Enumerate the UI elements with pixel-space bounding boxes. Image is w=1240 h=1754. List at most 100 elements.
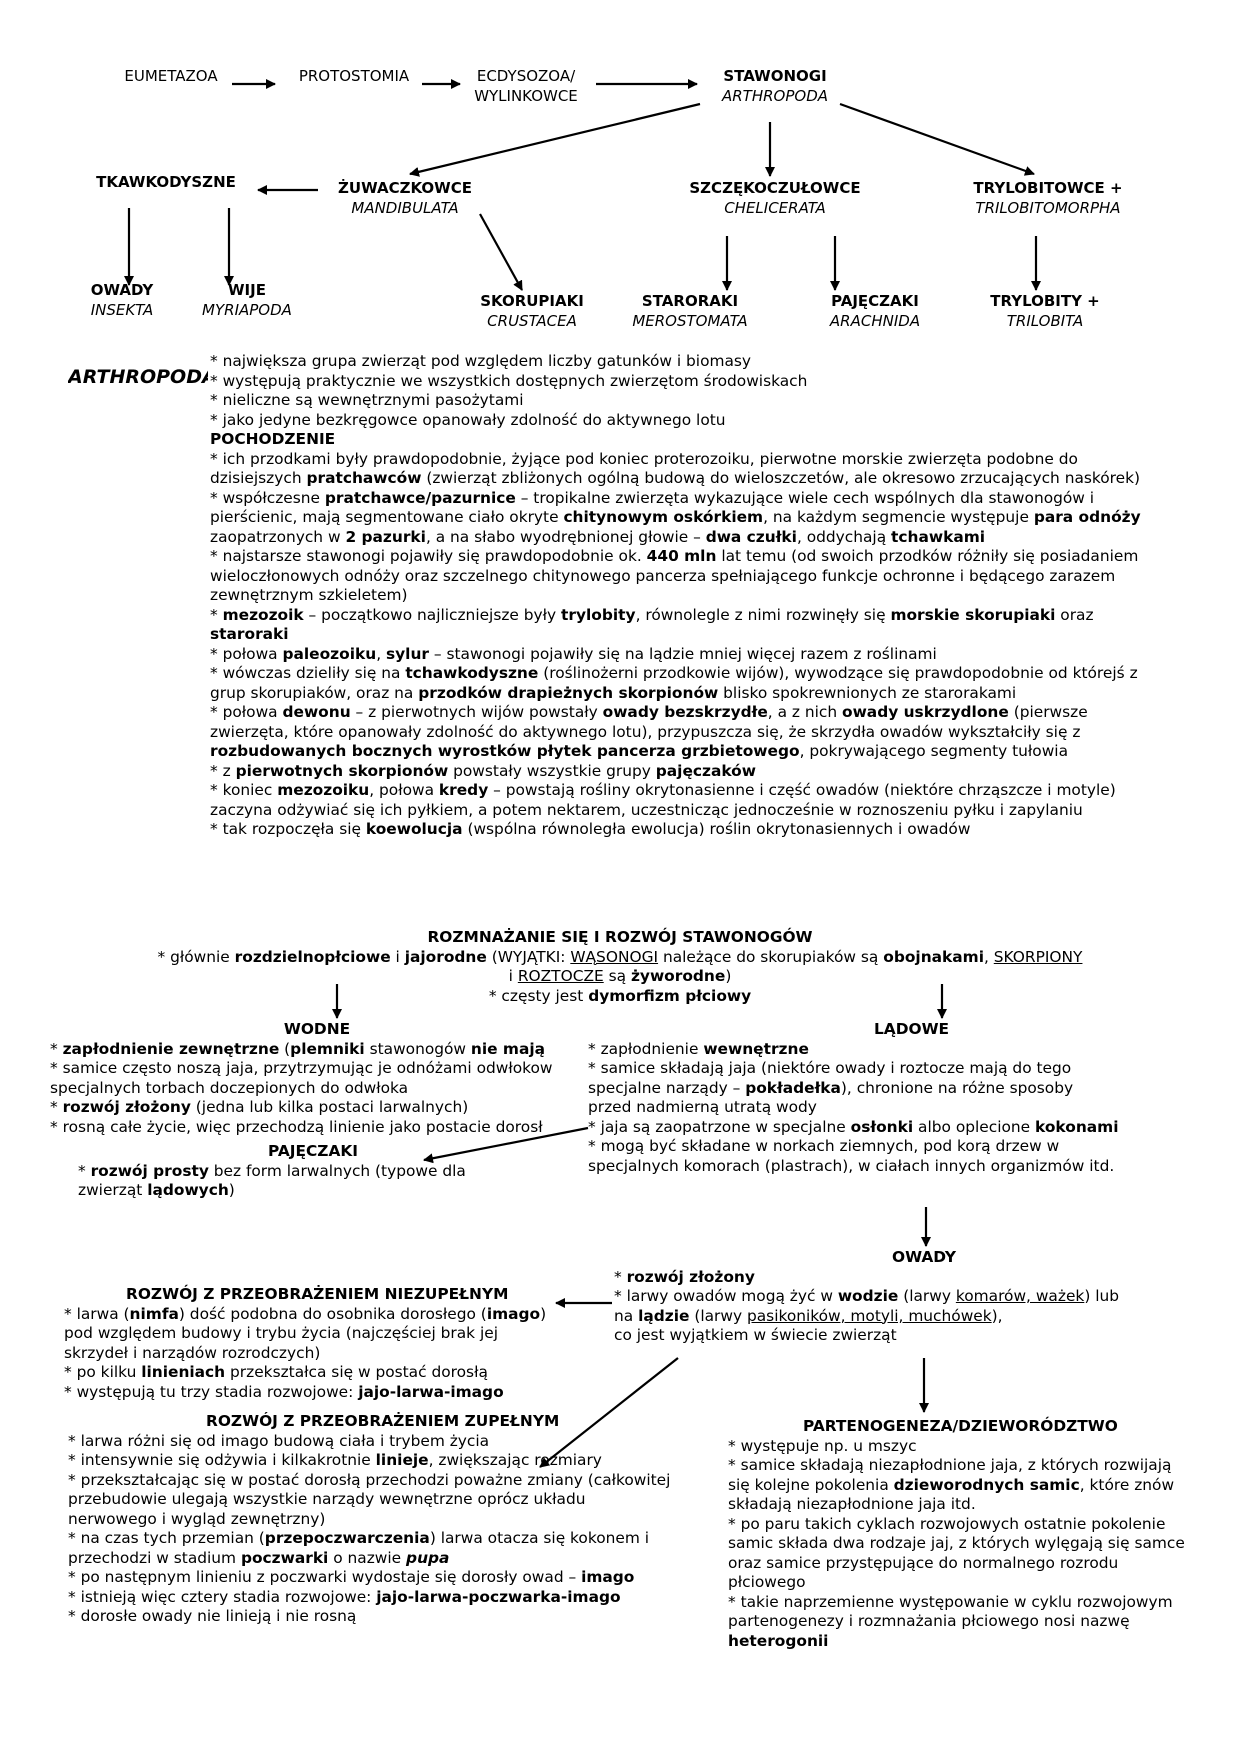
- partenogeneza-line: płciowego: [728, 1573, 806, 1591]
- section-owady-rozwoj: OWADY * rozwój złożony * larwy owadów mo…: [614, 1248, 1174, 1346]
- partenogeneza-heading: PARTENOGENEZA/DZIEWORÓDZTWO: [803, 1417, 1118, 1435]
- node-trylobitowce: TRYLOBITOWCE + TRILOBITOMORPHA: [960, 178, 1136, 218]
- wodne-line: * zapłodnienie zewnętrzne (plemniki staw…: [50, 1039, 546, 1058]
- owady2-line: na lądzie (larwy pasikoników, motyli, mu…: [614, 1306, 1003, 1325]
- partenogeneza-line: * takie naprzemienne występowanie w cykl…: [728, 1592, 1173, 1611]
- rozmnazanie-line: * głównie rozdzielnopłciowe i jajorodne …: [157, 947, 1083, 966]
- node-tkawkodyszne: TKAWKODYSZNE: [78, 172, 254, 192]
- node-staroraki: STARORAKI MEROSTOMATA: [620, 291, 760, 331]
- arrow-stawonogi-zuwaczkowce: [409, 102, 701, 177]
- node-staroraki-latin: MEROSTOMATA: [632, 312, 748, 330]
- node-skorupiaki-latin: CRUSTACEA: [487, 312, 577, 330]
- pochodzenie-line: * tak rozpoczęła się koewolucja (wspólna…: [210, 820, 971, 838]
- partenogeneza-line: partenogenezy i rozmnażania płciowego no…: [728, 1612, 1130, 1630]
- node-pajeczaki-name: PAJĘCZAKI: [831, 292, 919, 310]
- node-ecdysozoa-label-2: WYLINKOWCE: [474, 87, 578, 105]
- node-stawonogi-latin: ARTHROPODA: [721, 87, 829, 105]
- pochodzenie-line: staroraki: [210, 625, 289, 643]
- node-zuwaczkowce: ŻUWACZKOWCE MANDIBULATA: [322, 178, 488, 218]
- node-skorupiaki-name: SKORUPIAKI: [480, 292, 584, 310]
- section-rozmnazanie: ROZMNAŻANIE SIĘ I ROZWÓJ STAWONOGÓW * gł…: [120, 928, 1120, 1006]
- pochodzenie-line: * z pierwotnych skorpionów powstały wszy…: [210, 761, 756, 780]
- owady2-line: co jest wyjątkiem w świecie zwierząt: [614, 1326, 897, 1344]
- ladowe-line: * samice składają jaja (niektóre owady i…: [588, 1059, 1072, 1077]
- node-ecdysozoa-label-1: ECDYSOZOA/: [476, 67, 576, 85]
- intro-line-2: * występują praktycznie we wszystkich do…: [210, 371, 808, 390]
- arrow-wodne-pajeczaki: [423, 1126, 589, 1164]
- node-tkawkodyszne-name: TKAWKODYSZNE: [96, 173, 236, 191]
- zupelne-line: * przekształcając się w postać dorosłą p…: [68, 1470, 671, 1489]
- wodne-line: * rosną całe życie, więc przechodzą lini…: [50, 1117, 543, 1136]
- zupelne-line: * na czas tych przemian (przepoczwarczen…: [68, 1529, 650, 1547]
- pochodzenie-line: wieloczłonowych odnóży oraz szczelnego c…: [210, 566, 1116, 585]
- node-pajeczaki-latin: ARACHNIDA: [829, 312, 921, 330]
- ladowe-line: przed nadmierną utratą wody: [588, 1098, 817, 1116]
- section-pochodzenie: * największa grupa zwierząt pod względem…: [210, 352, 1141, 840]
- partenogeneza-line: składają niezapłodnione jaja itd.: [728, 1495, 976, 1513]
- zupelne-line: * intensywnie się odżywia i kilkakrotnie…: [68, 1451, 602, 1469]
- zupelne-heading: ROZWÓJ Z PRZEOBRAŻENIEM ZUPEŁNYM: [206, 1412, 560, 1430]
- node-szczekoczulowce-latin: CHELICERATA: [724, 199, 826, 217]
- node-zuwaczkowce-name: ŻUWACZKOWCE: [338, 179, 472, 197]
- node-trylobity-name: TRYLOBITY +: [990, 292, 1100, 310]
- node-szczekoczulowce-name: SZCZĘKOCZUŁOWCE: [689, 179, 861, 197]
- niezupelne-line: pod względem budowy i trybu życia (najcz…: [64, 1324, 498, 1342]
- niezupelne-line: * występują tu trzy stadia rozwojowe: ja…: [64, 1382, 504, 1401]
- node-owady: OWADY INSEKTA: [80, 280, 164, 320]
- pochodzenie-line: grup skorupiaków, oraz na przodków drapi…: [210, 683, 1017, 702]
- pochodzenie-line: * połowa dewonu – z pierwotnych wijów po…: [210, 703, 1088, 721]
- zupelne-line: przechodzi w stadium poczwarki o nazwie …: [68, 1548, 450, 1567]
- ladowe-line: * zapłodnienie wewnętrzne: [588, 1039, 809, 1058]
- pochodzenie-line: rozbudowanych bocznych wyrostków płytek …: [210, 742, 1068, 760]
- node-zuwaczkowce-latin: MANDIBULATA: [351, 199, 459, 217]
- wodne-line: * rozwój złożony (jedna lub kilka postac…: [50, 1098, 469, 1116]
- wodne-heading: WODNE: [283, 1020, 351, 1038]
- node-owady-latin: INSEKTA: [90, 301, 154, 319]
- partenogeneza-line: heterogonii: [728, 1631, 829, 1650]
- node-szczekoczulowce: SZCZĘKOCZUŁOWCE CHELICERATA: [680, 178, 870, 218]
- owady2-line: * rozwój złożony: [614, 1267, 755, 1286]
- zupelne-line: przebudowie ulegają wszystkie narządy we…: [68, 1490, 586, 1508]
- arrow-stawonogi-trylobitowce: [839, 102, 1035, 176]
- node-pajeczaki: PAJĘCZAKI ARACHNIDA: [810, 291, 940, 331]
- wodne-line: specjalnych torbach doczepionych do odwł…: [50, 1078, 409, 1097]
- section-zupelne: ROZWÓJ Z PRZEOBRAŻENIEM ZUPEŁNYM * larwa…: [68, 1412, 720, 1627]
- arrow-zuwaczkowce-skorupiaki: [479, 213, 523, 291]
- intro-line-1: * największa grupa zwierząt pod względem…: [210, 352, 752, 370]
- partenogeneza-line: * samice składają niezapłodnione jaja, z…: [728, 1456, 1172, 1474]
- node-owady-name: OWADY: [90, 281, 154, 299]
- section-partenogeneza: PARTENOGENEZA/DZIEWORÓDZTWO * występuje …: [728, 1417, 1228, 1651]
- partenogeneza-line: * występuje np. u mszyc: [728, 1436, 917, 1455]
- pochodzenie-line: zwierzęta, które opanowały zdolność do a…: [210, 722, 1081, 741]
- zupelne-line: nerwowego i wygląd zewnętrzny): [68, 1509, 326, 1528]
- node-protostomia: PROTOSTOMIA: [282, 66, 426, 86]
- node-staroraki-name: STARORAKI: [641, 292, 739, 310]
- node-wije: WIJE MYRIAPODA: [192, 280, 302, 320]
- owady2-heading: OWADY: [892, 1248, 957, 1266]
- node-trylobitowce-name: TRYLOBITOWCE +: [973, 179, 1123, 197]
- pochodzenie-heading: POCHODZENIE: [210, 430, 336, 448]
- ladowe-heading: LĄDOWE: [874, 1020, 950, 1038]
- pochodzenie-line: * współczesne pratchawce/pazurnice – tro…: [210, 488, 1095, 507]
- node-skorupiaki: SKORUPIAKI CRUSTACEA: [468, 291, 596, 331]
- zupelne-line: * istnieją więc cztery stadia rozwojowe:…: [68, 1587, 621, 1606]
- section-niezupelne: ROZWÓJ Z PRZEOBRAŻENIEM NIEZUPEŁNYM * la…: [64, 1285, 554, 1402]
- pochodzenie-line: pierścienic, mają segmentowane ciało okr…: [210, 508, 1141, 526]
- node-wije-latin: MYRIAPODA: [202, 301, 292, 319]
- pochodzenie-line: zewnętrznym szkieletem): [210, 586, 408, 604]
- node-trylobity-latin: TRILOBITA: [1006, 312, 1084, 330]
- pochodzenie-line: * wówczas dzieliły się na tchawkodyszne …: [210, 664, 1138, 682]
- pajeczaki2-heading: PAJĘCZAKI: [268, 1142, 359, 1160]
- niezupelne-heading: ROZWÓJ Z PRZEOBRAŻENIEM NIEZUPEŁNYM: [126, 1285, 509, 1303]
- node-stawonogi: STAWONOGI ARTHROPODA: [690, 66, 860, 106]
- node-eumetazoa: EUMETAZOA: [110, 66, 232, 86]
- pochodzenie-line: * koniec mezozoiku, połowa kredy – powst…: [210, 781, 1116, 799]
- node-trylobitowce-latin: TRILOBITOMORPHA: [975, 199, 1121, 217]
- section-pajeczaki-rozwoj: PAJĘCZAKI * rozwój prosty bez form larwa…: [78, 1142, 538, 1201]
- rozmnazanie-heading: ROZMNAŻANIE SIĘ I ROZWÓJ STAWONOGÓW: [427, 928, 813, 946]
- node-wije-name: WIJE: [228, 281, 266, 299]
- pochodzenie-line: * ich przodkami były prawdopodobnie, żyj…: [210, 449, 1078, 468]
- wodne-line: * samice często noszą jaja, przytrzymują…: [50, 1059, 553, 1077]
- partenogeneza-line: się kolejne pokolenia dzieworodnych sami…: [728, 1475, 1175, 1494]
- ladowe-line: * mogą być składane w norkach ziemnych, …: [588, 1137, 1060, 1155]
